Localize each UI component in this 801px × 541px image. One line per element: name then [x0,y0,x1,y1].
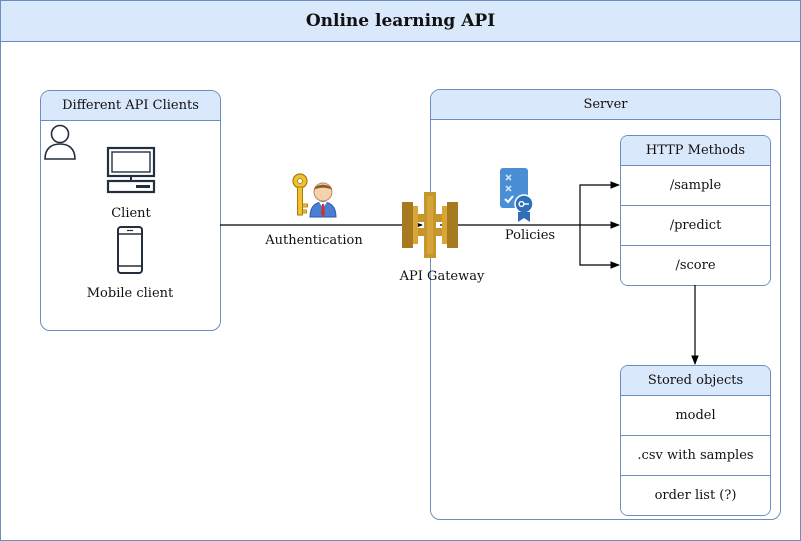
stored-objects-header: Stored objects [621,366,770,396]
http-methods-header: HTTP Methods [621,136,770,166]
authentication-icon [292,173,337,218]
method-score: /score [621,246,770,285]
api-gateway-label: API Gateway [399,269,485,284]
api-gateway-icon [402,192,458,258]
http-methods-box: HTTP Methods /sample /predict /score [620,135,771,286]
mobile-phone-icon [117,226,143,274]
policies-icon [500,168,534,222]
stored-objects-box: Stored objects model .csv with samples o… [620,365,771,516]
method-predict: /predict [621,206,770,246]
user-icon [44,124,76,160]
server-group-header: Server [431,90,780,120]
mobile-client-label: Mobile client [86,286,174,301]
client-label: Client [111,206,151,221]
diagram-title: Online learning API [1,1,800,42]
authentication-label: Authentication [265,233,363,248]
stored-csv: .csv with samples [621,436,770,476]
stored-order-list: order list (?) [621,476,770,515]
clients-group: Different API Clients [40,90,221,331]
server-group: Server [430,89,781,520]
policies-label: Policies [504,228,556,243]
method-sample: /sample [621,166,770,206]
clients-group-header: Different API Clients [41,91,220,121]
stored-model: model [621,396,770,436]
desktop-icon [106,146,156,194]
